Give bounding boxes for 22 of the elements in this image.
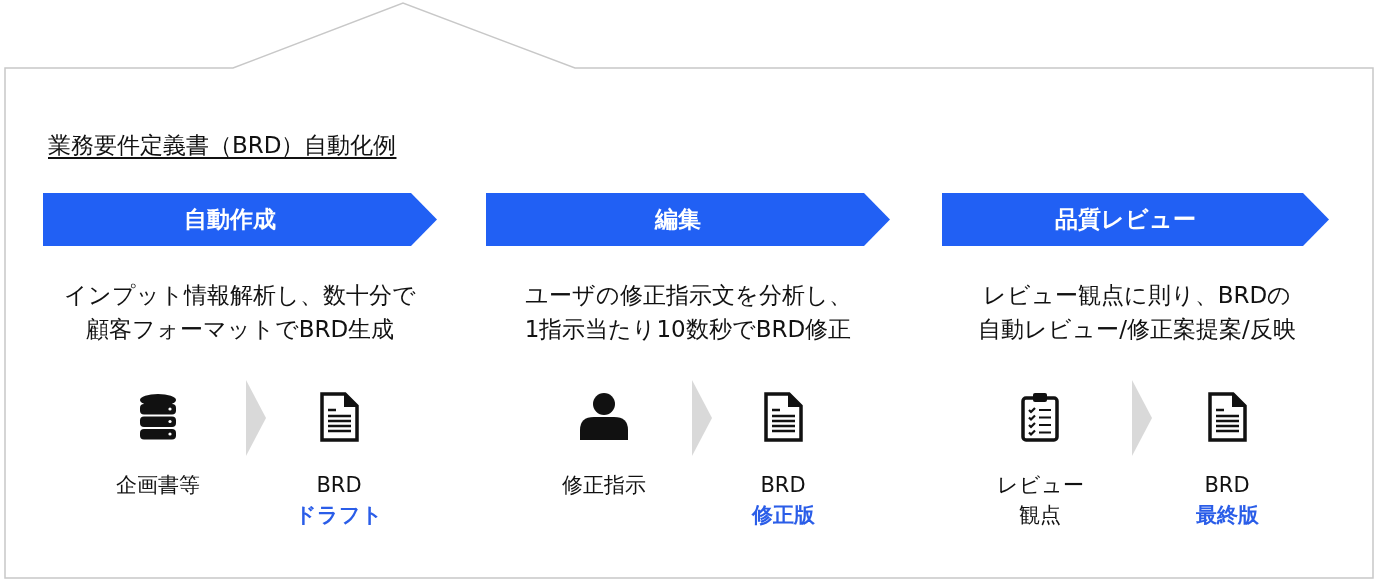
version-label: 修正版 <box>750 502 816 529</box>
chevron-arrow <box>1132 380 1152 456</box>
title: 業務要件定義書（BRD）自動化例 <box>48 131 397 160</box>
band-heading: 自動作成 <box>184 205 277 234</box>
node-label: BRD <box>315 472 363 499</box>
node-label: BRD <box>759 472 807 499</box>
chevron-band <box>43 193 437 246</box>
description-text: ユーザの修正指示文を分析し、1指示当たり10数秒でBRD修正 <box>523 281 853 344</box>
chevron-band <box>486 193 890 246</box>
description-text: レビュー観点に則り、BRDの自動レビュー/修正案提案/反映 <box>977 281 1297 344</box>
band-heading: 編集 <box>655 205 702 234</box>
version-label: 最終版 <box>1194 502 1260 529</box>
chevron-arrow <box>246 380 266 456</box>
description-text: インプット情報解析し、数十分で顧客フォーマットでBRD生成 <box>63 281 417 344</box>
node-label: レビュー観点 <box>995 472 1085 529</box>
chevron-arrow <box>692 380 712 456</box>
node-label: 修正指示 <box>561 472 647 499</box>
node-label: 企画書等 <box>115 472 201 499</box>
node-label: BRD <box>1203 472 1251 499</box>
chevron-band <box>942 193 1329 246</box>
band-heading: 品質レビュー <box>1055 205 1197 234</box>
version-label: ドラフト <box>294 502 384 529</box>
